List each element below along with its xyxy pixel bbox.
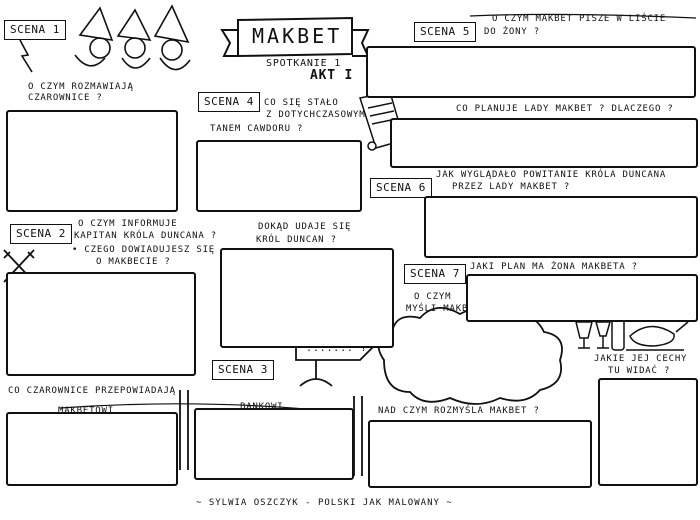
meeting-subtitle: SPOTKANIE 1 <box>266 58 342 69</box>
macbeth-label: MAKBETOWI <box>58 406 114 416</box>
scene-3-tag: SCENA 3 <box>212 360 274 380</box>
cawdor-question-line3: TANEM CAWDORU ? <box>210 124 304 134</box>
signpost-text: ....... ? <box>306 343 368 354</box>
cawdor-question-line2: Z DOTYCHCZASOWYM <box>266 110 366 120</box>
answer-box-ponders[interactable] <box>368 420 592 488</box>
thinks-question-line2: MYŚLI MAKBET ? <box>406 304 494 314</box>
answer-box-captain[interactable] <box>6 272 196 376</box>
greeting-question-line2: PRZEZ LADY MAKBET ? <box>452 182 571 192</box>
scene-5-tag: SCENA 5 <box>414 22 476 42</box>
witches-question: O CZYM ROZMAWIAJĄ CZAROWNICE ? <box>28 82 134 103</box>
wife-plan-question: JAKI PLAN MA ŻONA MAKBETA ? <box>470 262 638 272</box>
answer-box-greeting[interactable] <box>424 196 698 258</box>
scene-7-tag: SCENA 7 <box>404 264 466 284</box>
answer-box-banquo[interactable] <box>194 408 354 480</box>
duncan-question-line2: KRÓL DUNCAN ? <box>256 235 337 245</box>
greeting-question-line1: JAK WYGLĄDAŁO POWITANIE KRÓLA DUNCANA <box>436 170 667 180</box>
thinks-question-line1: O CZYM <box>414 292 452 302</box>
answer-box-lady-plan[interactable] <box>390 118 698 168</box>
answer-box-letter[interactable] <box>366 46 696 98</box>
page-title: MAKBET <box>252 24 343 48</box>
act-label: AKT I <box>310 68 354 83</box>
scene-4-tag: SCENA 4 <box>198 92 260 112</box>
thought-cloud-icon <box>377 307 563 405</box>
banquo-label: BANKOWI <box>240 402 284 412</box>
scene-2-tag: SCENA 2 <box>10 224 72 244</box>
scene-1-tag: SCENA 1 <box>4 20 66 40</box>
traits-question-line2: TU WIDAĆ ? <box>608 366 671 376</box>
duncan-question-line1: DOKĄD UDAJE SIĘ <box>258 222 352 232</box>
witches-icon <box>19 4 191 73</box>
answer-box-traits[interactable] <box>598 378 698 486</box>
answer-box-macbeth[interactable] <box>6 412 178 486</box>
captain-question-line1: O CZYM INFORMUJE <box>78 219 178 229</box>
letter-question-line2: DO ŻONY ? <box>484 27 540 37</box>
title-banner-icon <box>220 16 370 58</box>
prophecy-question: CO CZAROWNICE PRZEPOWIADAJĄ <box>8 386 176 396</box>
scene-6-tag: SCENA 6 <box>370 178 432 198</box>
traits-question-line1: JAKIE JEJ CECHY <box>594 354 688 364</box>
captain-question-line4: O MAKBECIE ? <box>96 257 171 267</box>
answer-box-duncan[interactable] <box>220 248 394 348</box>
letter-question-line1: O CZYM MAKBET PISZE W LIŚCIE <box>492 14 667 24</box>
lady-plan-question: CO PLANUJE LADY MAKBET ? DLACZEGO ? <box>456 104 674 114</box>
captain-question-line2: KAPITAN KRÓLA DUNCANA ? <box>74 231 218 241</box>
footer-credit: ~ SYLWIA OSZCZYK - POLSKI JAK MALOWANY ~ <box>196 498 453 508</box>
cawdor-question-line1: CO SIĘ STAŁO <box>264 98 339 108</box>
captain-question-line3: • CZEGO DOWIADUJESZ SIĘ <box>72 245 216 255</box>
answer-box-witches[interactable] <box>6 110 178 212</box>
answer-box-wife-plan[interactable] <box>466 274 698 322</box>
feast-icon <box>575 307 689 351</box>
ponders-question: NAD CZYM ROZMYŚLA MAKBET ? <box>378 406 540 416</box>
answer-box-cawdor[interactable] <box>196 140 362 212</box>
